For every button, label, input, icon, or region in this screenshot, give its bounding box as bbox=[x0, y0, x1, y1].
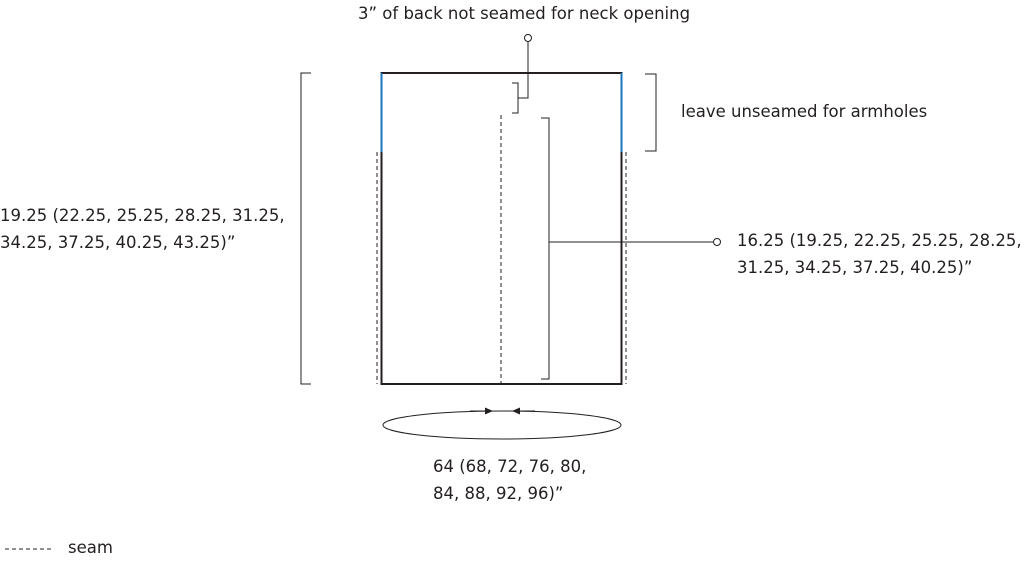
total-length-label: 19.25 (22.25, 25.25, 28.25, 31.25, 34.25… bbox=[0, 202, 285, 256]
circumference-line-2: 84, 88, 92, 96)” bbox=[433, 484, 564, 503]
total-length-line-2: 34.25, 37.25, 40.25, 43.25)” bbox=[0, 233, 236, 252]
seam-length-leader-dot bbox=[713, 238, 721, 246]
seam-legend: seam bbox=[68, 534, 113, 561]
circumference-arrow-left-icon bbox=[512, 407, 520, 415]
total-length-bracket bbox=[300, 72, 311, 385]
circumference-arrow-right-icon bbox=[485, 407, 493, 415]
neck-opening-text: 3” of back not seamed for neck opening bbox=[358, 4, 691, 23]
seam-length-line-1: 16.25 (19.25, 22.25, 25.25, 28.25, bbox=[737, 231, 1022, 250]
armhole-text: leave unseamed for armholes bbox=[681, 102, 928, 121]
neck-opening-leader-dot bbox=[524, 34, 532, 42]
total-length-line-1: 19.25 (22.25, 25.25, 28.25, 31.25, bbox=[0, 206, 285, 225]
seam-length-bracket bbox=[541, 117, 550, 380]
circumference-line-1: 64 (68, 72, 76, 80, bbox=[433, 457, 587, 476]
armhole-label: leave unseamed for armholes bbox=[681, 98, 927, 125]
neck-opening-leader bbox=[518, 42, 529, 99]
seam-legend-text: seam bbox=[68, 538, 113, 557]
neck-opening-label: 3” of back not seamed for neck opening bbox=[358, 0, 690, 27]
neck-opening-bracket bbox=[512, 82, 519, 114]
seam-length-label: 16.25 (19.25, 22.25, 25.25, 28.25, 31.25… bbox=[737, 227, 1022, 281]
circumference-label: 64 (68, 72, 76, 80, 84, 88, 92, 96)” bbox=[433, 453, 586, 507]
seam-length-line-2: 31.25, 34.25, 37.25, 40.25)” bbox=[737, 258, 973, 277]
circumference-ellipse bbox=[382, 410, 622, 440]
armhole-bracket bbox=[645, 73, 657, 152]
